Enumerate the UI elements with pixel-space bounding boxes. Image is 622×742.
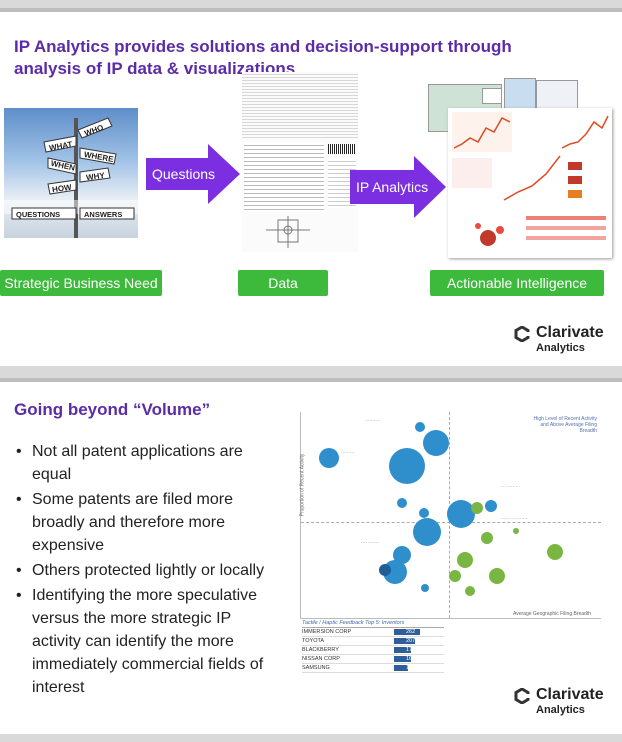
inventor-name: BLACKBERRY	[302, 647, 339, 653]
table-row: TOYOTA 207	[302, 637, 444, 646]
bullet-list: •Not all patent applications are equal •…	[14, 440, 276, 701]
bullet-text: Some patents are filed more broadly and …	[32, 491, 233, 554]
analytics-visualizations-image	[428, 78, 614, 264]
inventor-name: NISSAN CORP	[302, 656, 340, 662]
bubble	[397, 498, 407, 508]
ip-analytics-arrow-label: IP Analytics	[356, 179, 429, 195]
slide-top-band	[0, 8, 622, 12]
top-inventors-table: Tactile / Haptic Feedback Top 5: Invento…	[302, 620, 444, 673]
inventor-count: 262	[406, 629, 416, 635]
bubble	[393, 546, 411, 564]
table-header: Tactile / Haptic Feedback Top 5: Invento…	[302, 620, 444, 628]
slide-beyond-volume: Going beyond “Volume” •Not all patent ap…	[0, 378, 622, 734]
sign-why: WHY	[86, 171, 106, 183]
bullet-text: Others protected lightly or locally	[32, 562, 265, 579]
sign-answers: ANSWERS	[84, 210, 122, 219]
strategic-business-need-label: Strategic Business Need	[0, 270, 162, 296]
sign-what: WHAT	[48, 140, 73, 153]
inventor-name: SAMSUNG	[302, 665, 330, 671]
bubble	[423, 430, 449, 456]
patent-document-image	[242, 72, 358, 252]
bubble	[513, 528, 519, 534]
data-label: Data	[238, 270, 328, 296]
signpost-image: WHO WHAT WHERE WHEN WHY HOW QUESTIONS AN…	[4, 108, 138, 238]
inventor-count: 146	[406, 665, 416, 671]
bubble	[485, 500, 497, 512]
inventor-count: 174	[406, 647, 416, 653]
inventor-bar	[394, 638, 415, 644]
inventor-bar	[394, 629, 420, 635]
bubble	[449, 570, 461, 582]
bullet-item: •Not all patent applications are equal	[16, 443, 243, 483]
inventor-bar	[394, 647, 412, 653]
bubble	[447, 500, 475, 528]
bubble	[421, 584, 429, 592]
table-row: IMMERSION CORP 262	[302, 628, 444, 637]
bubble-label: ······ ···· ······	[501, 516, 528, 521]
bullet-item: •Some patents are filed more broadly and…	[16, 491, 233, 554]
questions-arrow: Questions	[146, 144, 240, 204]
bubble	[379, 564, 391, 576]
slide-title: Going beyond “Volume”	[14, 400, 211, 419]
bullet-item: •Identifying the more speculative versus…	[16, 587, 264, 696]
bubble-chart: High Level of Recent Activity and Above …	[299, 412, 601, 619]
inventor-name: IMMERSION CORP	[302, 629, 352, 635]
clarivate-logo-icon	[514, 688, 530, 704]
x-axis-label: Average Geographic Filing Breadth	[512, 611, 591, 617]
bullet-text: Identifying the more speculative versus …	[32, 587, 264, 696]
quadrant-label: High Level of Recent Activity and Above …	[533, 416, 597, 434]
questions-arrow-label: Questions	[152, 166, 216, 182]
sign-questions: QUESTIONS	[16, 210, 60, 219]
bubble	[547, 544, 563, 560]
bubble	[465, 586, 475, 596]
table-row: NISSAN CORP 167	[302, 655, 444, 664]
slide-title: IP Analytics provides solutions and deci…	[14, 37, 512, 78]
inventor-count: 207	[406, 638, 416, 644]
clarivate-logo-sub: Analytics	[536, 704, 585, 716]
bubble-label: ···· ·······	[361, 540, 379, 545]
inventor-bar	[394, 665, 409, 671]
clarivate-logo-sub: Analytics	[536, 342, 585, 354]
inventor-name: TOYOTA	[302, 638, 325, 644]
bubble	[489, 568, 505, 584]
clarivate-logo-name: Clarivate	[536, 686, 604, 703]
sign-where: WHERE	[83, 150, 115, 164]
bullet-text: Not all patent applications are equal	[32, 443, 243, 483]
bubble	[419, 508, 429, 518]
bubble-label: ·· ······ ···	[501, 484, 520, 489]
bubble	[319, 448, 339, 468]
sign-who: WHO	[83, 123, 104, 138]
bubble	[471, 502, 483, 514]
bullet-item: •Others protected lightly or locally	[16, 562, 265, 579]
actionable-intelligence-label: Actionable Intelligence	[430, 270, 604, 296]
bubble	[481, 532, 493, 544]
table-row: SAMSUNG 146	[302, 664, 444, 673]
slide-top-band	[0, 378, 622, 382]
bubble	[457, 552, 473, 568]
clarivate-logo-name: Clarivate	[536, 324, 604, 341]
bubble-label: ··· ······	[365, 418, 380, 423]
slide-ip-analytics: IP Analytics provides solutions and deci…	[0, 8, 622, 366]
bubble	[389, 448, 425, 484]
inventor-count: 167	[406, 656, 416, 662]
bubble	[413, 518, 441, 546]
y-axis-label: Proportion of Recent Activity	[299, 453, 306, 517]
bubble-label: ··· ·····	[341, 450, 355, 455]
inventor-bar	[394, 656, 411, 662]
bubble	[415, 422, 425, 432]
table-row: BLACKBERRY 174	[302, 646, 444, 655]
sign-how: HOW	[52, 183, 73, 195]
ip-analytics-arrow: IP Analytics	[350, 156, 446, 218]
clarivate-logo-icon	[514, 326, 530, 342]
